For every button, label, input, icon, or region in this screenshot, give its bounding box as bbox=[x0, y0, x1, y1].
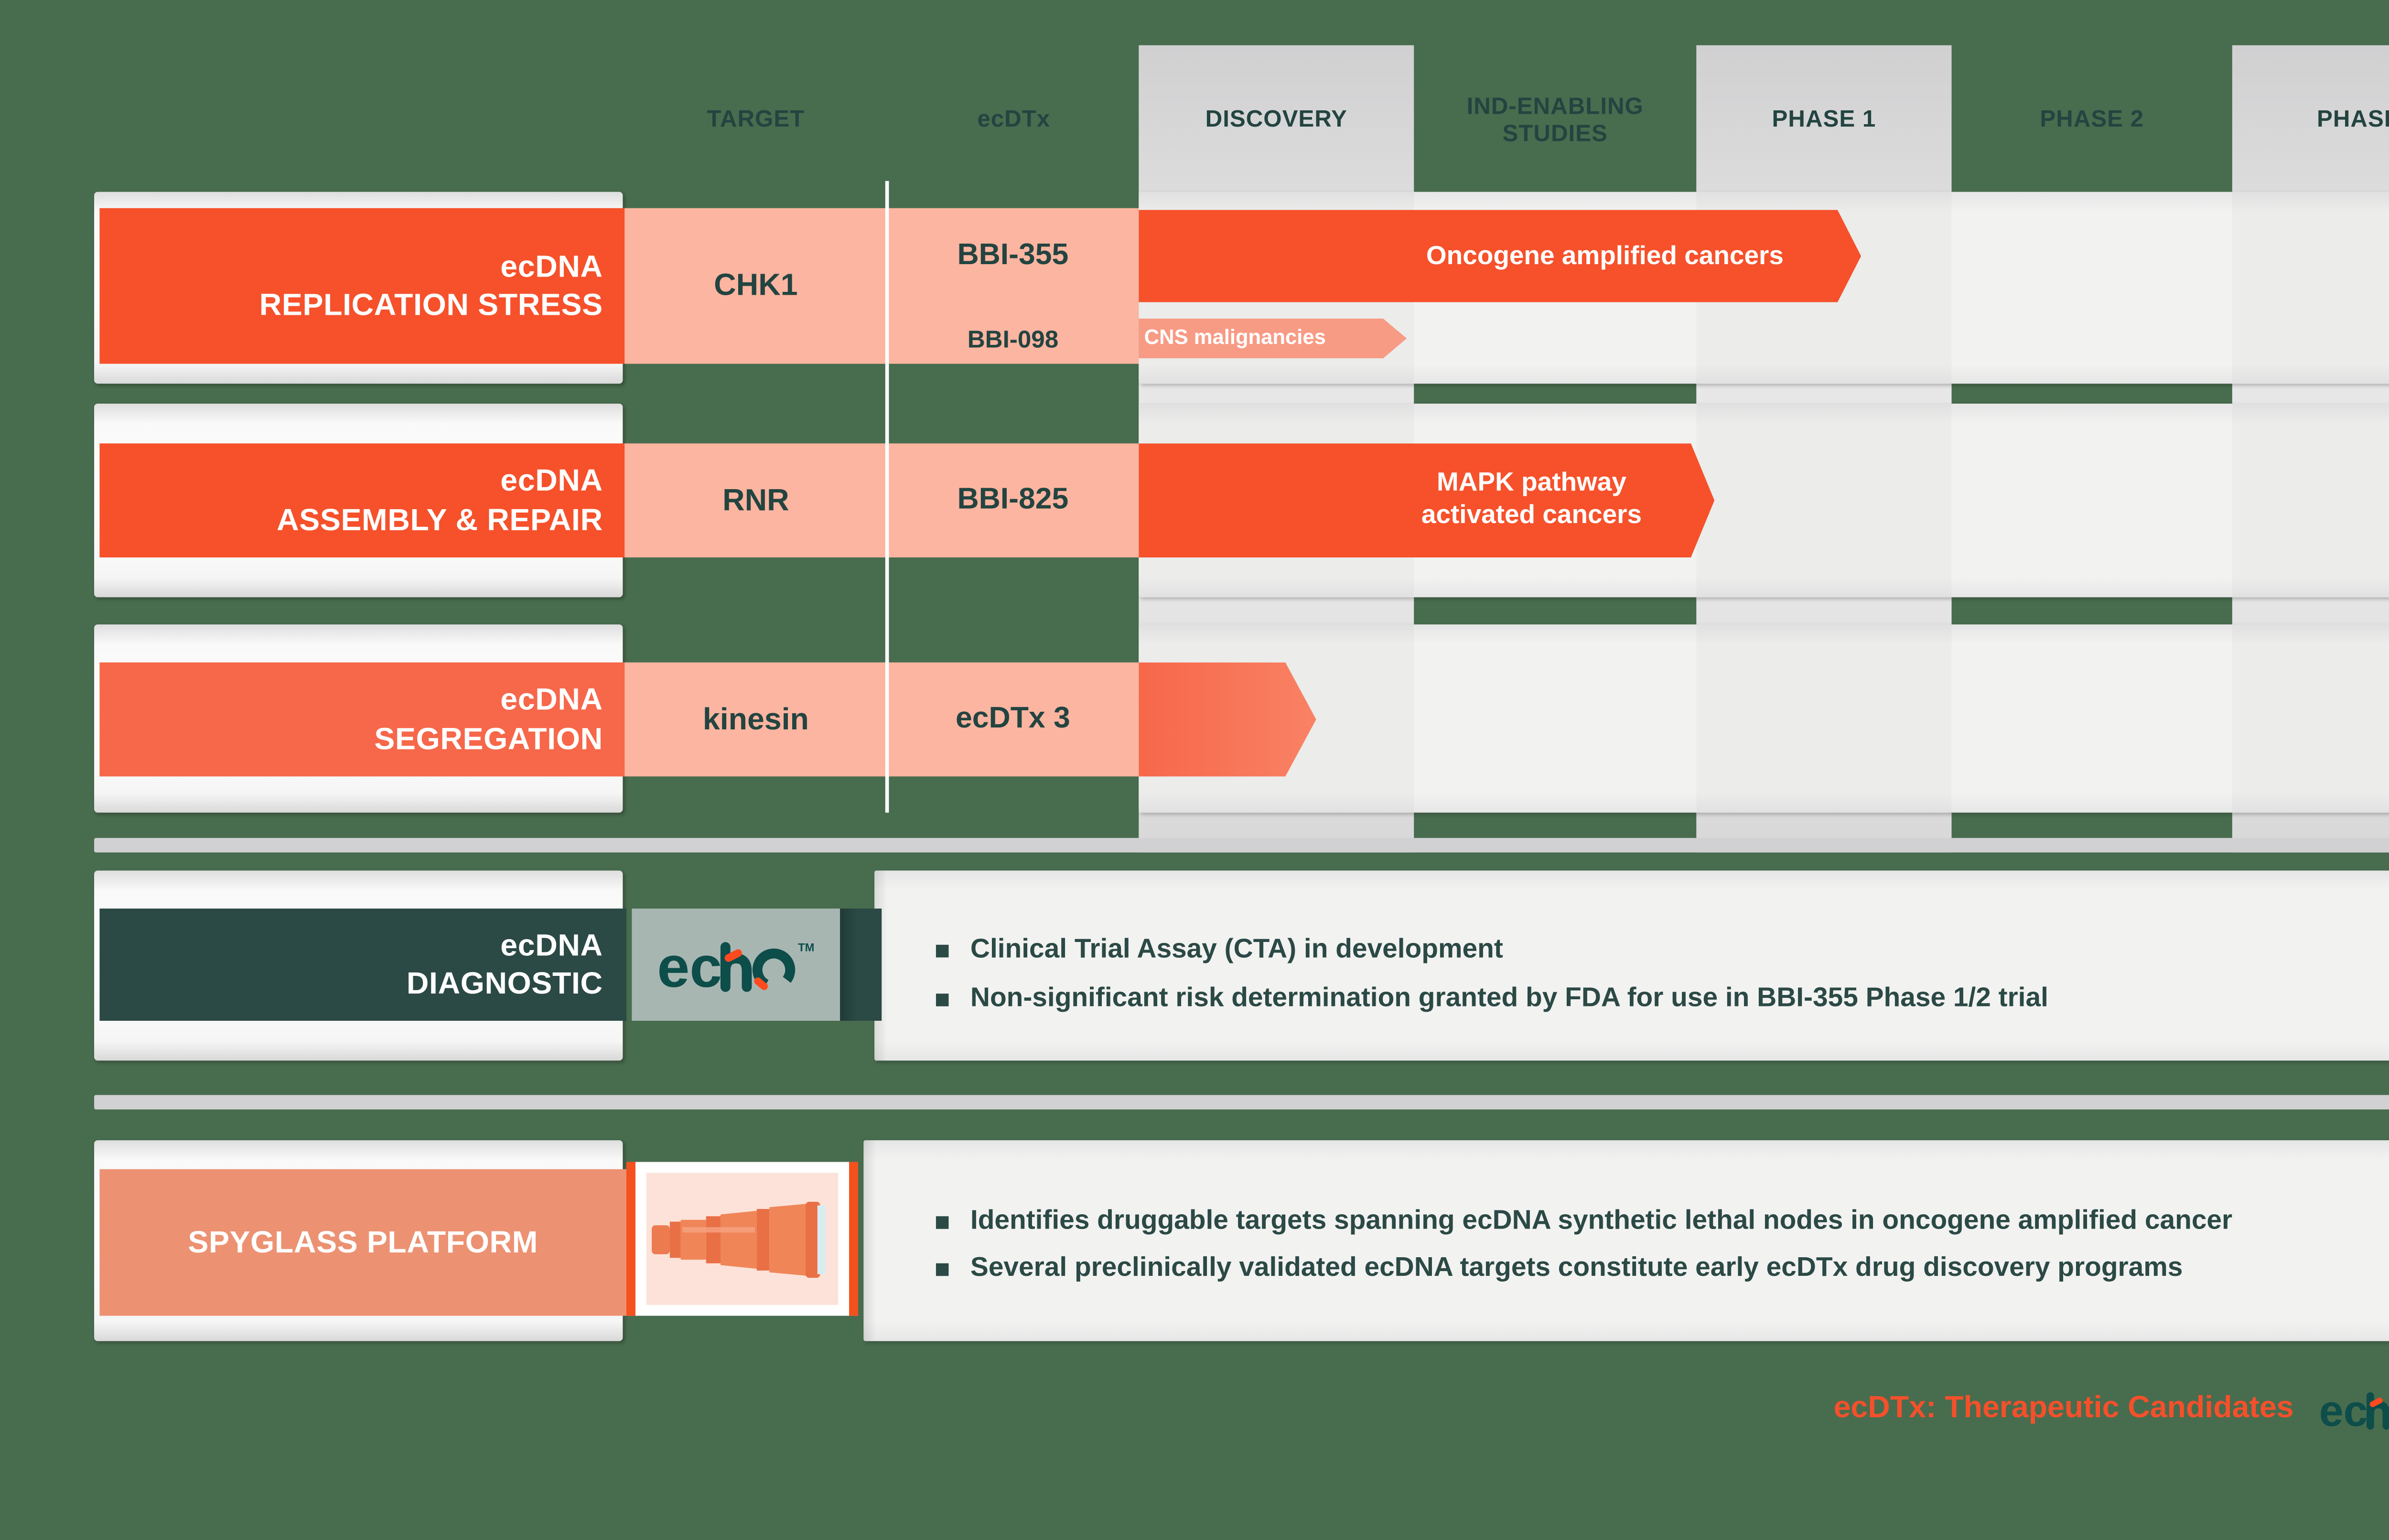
header-discovery: DISCOVERY bbox=[1205, 105, 1347, 133]
header-phase-3: PHASE 3 bbox=[2317, 105, 2389, 133]
legend-therapeutic: ecDTx: Therapeutic Candidates bbox=[1833, 1390, 2294, 1424]
indication-label: Oncogene amplified cancers bbox=[1426, 241, 1784, 271]
category-box-spyglass: SPYGLASS PLATFORM bbox=[99, 1169, 626, 1316]
diagnostic-bullets-panel: Clinical Trial Assay (CTA) in developmen… bbox=[874, 870, 2389, 1061]
category-box-segregation: ecDNA SEGREGATION bbox=[99, 662, 626, 777]
svg-text:ec: ec bbox=[2319, 1387, 2368, 1433]
program-name: BBI-355 bbox=[957, 239, 1069, 272]
bullet-icon bbox=[936, 1215, 949, 1228]
target-label: CHK1 bbox=[714, 267, 798, 302]
platform-bullet: Identifies druggable targets spanning ec… bbox=[970, 1205, 2233, 1236]
spyglass-icon-panel bbox=[626, 1162, 858, 1316]
category-line: ASSEMBLY & REPAIR bbox=[277, 502, 603, 537]
indication-arrow bbox=[1139, 663, 1316, 777]
target-box bbox=[624, 208, 887, 364]
echo-logo: ec TM bbox=[2319, 1387, 2389, 1433]
bullet-icon bbox=[936, 1262, 949, 1275]
column-separator-line bbox=[885, 181, 889, 813]
diagnostic-bullet: Clinical Trial Assay (CTA) in developmen… bbox=[970, 934, 1503, 965]
program-name: ecDTx 3 bbox=[956, 702, 1070, 735]
category-line: ecDNA bbox=[500, 463, 603, 498]
header-phase-1: PHASE 1 bbox=[1772, 105, 1876, 133]
ecdtx-box bbox=[887, 662, 1139, 777]
header-phase-2: PHASE 2 bbox=[2040, 105, 2144, 133]
section-divider bbox=[94, 1095, 2389, 1110]
target-box bbox=[624, 443, 887, 558]
category-line: ecDNA bbox=[500, 927, 603, 962]
category-line: SEGREGATION bbox=[374, 721, 603, 756]
category-line: REPLICATION STRESS bbox=[259, 288, 603, 322]
category-box-diagnostic: ecDNA DIAGNOSTIC bbox=[99, 909, 626, 1021]
svg-text:ec: ec bbox=[656, 933, 721, 996]
ecdtx-box bbox=[887, 443, 1139, 558]
target-box bbox=[624, 662, 887, 777]
bullet-icon bbox=[936, 993, 949, 1005]
program-name: BBI-098 bbox=[967, 325, 1059, 352]
section-divider bbox=[94, 838, 2389, 853]
header-ecdtx: ecDTx bbox=[977, 105, 1051, 133]
target-label: kinesin bbox=[702, 701, 809, 736]
indication-label: CNS malignancies bbox=[1144, 327, 1326, 350]
indication-arrow: MAPK pathway activated cancers bbox=[1139, 443, 1714, 557]
header-target: TARGET bbox=[707, 105, 805, 133]
row-stage-panel bbox=[1139, 624, 2389, 813]
indication-arrow: CNS malignancies bbox=[1139, 319, 1407, 358]
category-line: ecDNA bbox=[500, 682, 603, 717]
category-line: DIAGNOSTIC bbox=[406, 966, 603, 1001]
bullet-icon bbox=[936, 943, 949, 957]
spyglass-icon bbox=[652, 1201, 826, 1277]
echo-logo: ec TM bbox=[656, 933, 814, 996]
ecdtx-box bbox=[887, 208, 1139, 364]
header-ind-enabling: IND-ENABLING STUDIES bbox=[1466, 91, 1644, 147]
program-name: BBI-825 bbox=[957, 483, 1069, 516]
legend: ecDTx: Therapeutic Candidates ec TM : Di… bbox=[1834, 1381, 2389, 1435]
category-line: ecDNA bbox=[500, 248, 603, 283]
platform-bullet: Several preclinically validated ecDNA ta… bbox=[970, 1252, 2183, 1283]
platform-bullets-panel: Identifies druggable targets spanning ec… bbox=[863, 1140, 2389, 1341]
echo-logo-panel: ec TM bbox=[632, 909, 840, 1021]
svg-text:TM: TM bbox=[797, 941, 813, 953]
category-box-assembly-repair: ecDNA ASSEMBLY & REPAIR bbox=[99, 443, 626, 558]
indication-arrow: Oncogene amplified cancers bbox=[1139, 210, 1861, 302]
category-box-replication-stress: ecDNA REPLICATION STRESS bbox=[99, 208, 626, 364]
category-line: SPYGLASS PLATFORM bbox=[188, 1224, 538, 1259]
indication-label: MAPK pathway activated cancers bbox=[1421, 469, 1642, 530]
diagnostic-bullet: Non-significant risk determination grant… bbox=[970, 983, 2048, 1014]
target-label: RNR bbox=[722, 482, 789, 517]
diagnostic-end-strip bbox=[840, 909, 882, 1021]
